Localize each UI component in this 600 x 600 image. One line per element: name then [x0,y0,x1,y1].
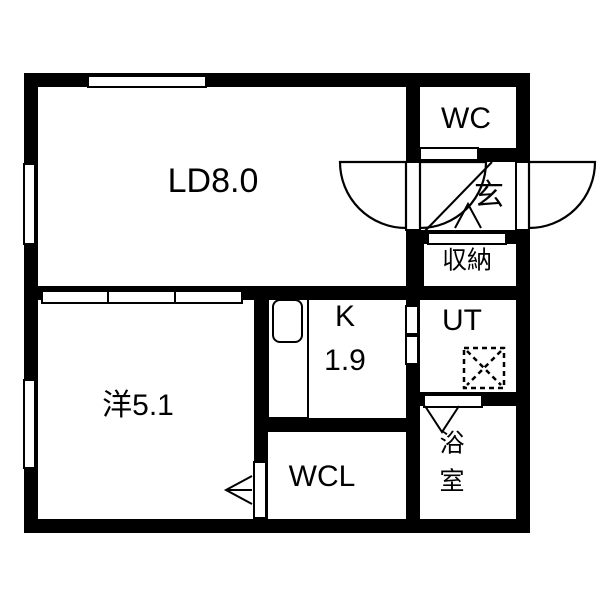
windows [23,75,243,469]
room-wc-area [420,87,516,148]
ut-door-panel-lower [405,335,419,365]
kitchen-sink [272,299,303,343]
room-label-kitchen-area: 1.9 [324,344,366,377]
doors [223,147,597,519]
room-label-bathroom: 浴 [439,430,464,458]
western-room-north-window [41,290,243,304]
room-label-bathroom-2: 室 [439,468,464,496]
room-kitchen-area [268,300,406,418]
room-label-shunou: 収納 [442,247,492,275]
bathroom-folding-door-marker [424,405,460,434]
ld-north-window [87,75,207,88]
room-label-western-room: 洋5.1 [102,389,174,422]
room-label-genkan: 玄 [474,179,504,212]
ut-door-panel-upper [405,305,419,335]
western-room-west-window [23,379,36,469]
ld-hallway-door-swing-left [338,160,408,230]
ld-hallway-door-leaf [405,161,421,231]
room-bathroom-area [420,406,516,519]
room-shunou-area [424,244,516,286]
room-wcl-area [268,432,406,519]
room-label-ld: LD8.0 [168,162,259,200]
room-label-wcl: WCL [289,460,356,493]
genkan-step-line [423,161,493,233]
room-labels: LD8.0 洋5.1 K 1.9 WC 玄 収納 UT 浴 室 WCL [102,102,504,496]
room-western-area [38,300,254,519]
room-interiors [38,87,516,519]
room-label-ut: UT [442,304,482,337]
kitchen-counter [267,289,309,419]
genkan-up-chevron [454,201,482,229]
wcl-door-leaf [253,461,267,519]
room-ut-area [420,300,516,392]
wc-door-leaf [419,147,479,161]
entrance-door-swing [527,160,597,230]
room-label-wc: WC [441,102,491,135]
room-label-kitchen: K [335,300,355,333]
washing-machine-pan [462,346,506,390]
shunou-door-leaf [427,232,507,245]
entrance-door-leaf [515,161,530,231]
fixtures [267,289,506,419]
wcl-door-slide-arrow [223,475,253,505]
ld-west-window [23,163,36,245]
bathroom-door-leaf [423,394,483,408]
